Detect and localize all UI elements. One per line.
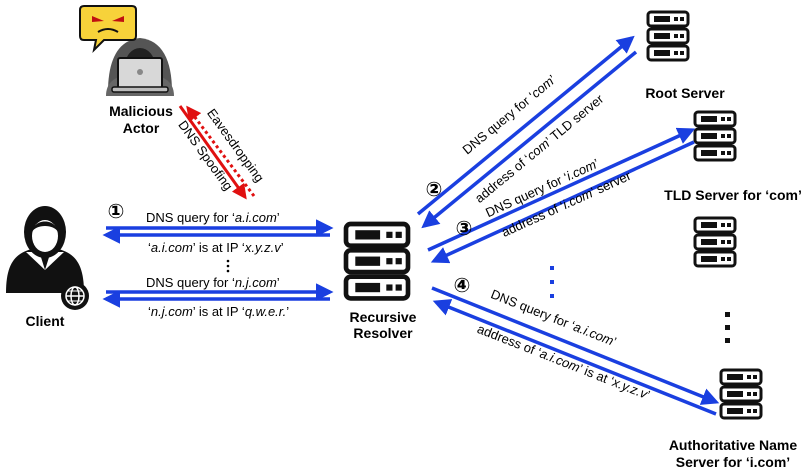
- authoritative-server-icon: [719, 368, 763, 420]
- resolver-server-icon: [346, 224, 408, 298]
- root-server-icon: [646, 10, 690, 62]
- user-icon: [6, 206, 84, 293]
- resolver-label-line1: Recursive: [350, 309, 417, 325]
- client-label: Client: [26, 313, 65, 329]
- auth-response-arrow: [432, 299, 717, 416]
- auth-query-arrow: [431, 286, 720, 405]
- laptop-icon: [111, 57, 169, 93]
- authoritative-server-label-line2: Server for ‘i.com’: [676, 454, 790, 470]
- tld-server-icon: [693, 110, 737, 162]
- step-1-marker: ①: [108, 201, 125, 223]
- root-server-label: Root Server: [645, 85, 725, 101]
- authoritative-server-label-line1: Authoritative Name: [669, 437, 798, 453]
- spoofing-arrow: [178, 105, 247, 200]
- vertical-ellipsis: [226, 259, 230, 273]
- ellipsis-middle: [550, 266, 554, 298]
- resolver-label-line2: Resolver: [353, 325, 413, 341]
- globe-icon: [61, 282, 89, 310]
- eavesdropping-arrow: [186, 105, 256, 197]
- tld-query-arrow: [427, 127, 696, 252]
- root-query-arrow: [416, 35, 635, 216]
- malicious-actor-label-line2: Actor: [123, 120, 160, 136]
- angry-face-icon: [79, 5, 137, 54]
- client-response-1: ‘a.i.com’ is at IP ‘x.y.z.v’: [148, 240, 284, 255]
- client-query-1: DNS query for ‘a.i.com’: [146, 210, 280, 225]
- auth-response-label: address of ‘a.i.com’ is at ‘x.y.z.v’: [475, 321, 652, 403]
- step-2-marker: ②: [426, 179, 443, 201]
- client-response-2: ‘n.j.com’ is at IP ‘q.w.e.r.’: [148, 304, 289, 319]
- client-query-2: DNS query for ‘n.j.com’: [146, 275, 280, 290]
- tld-response-arrow: [430, 140, 695, 264]
- tld-server-label: TLD Server for ‘com’: [664, 187, 802, 203]
- server-icon: [693, 216, 737, 268]
- step-3-marker: ③: [456, 218, 473, 240]
- malicious-actor-label-line1: Malicious: [109, 103, 173, 119]
- ellipsis-right: [725, 312, 730, 343]
- step-4-marker: ④: [454, 275, 471, 297]
- root-response-arrow: [421, 50, 638, 229]
